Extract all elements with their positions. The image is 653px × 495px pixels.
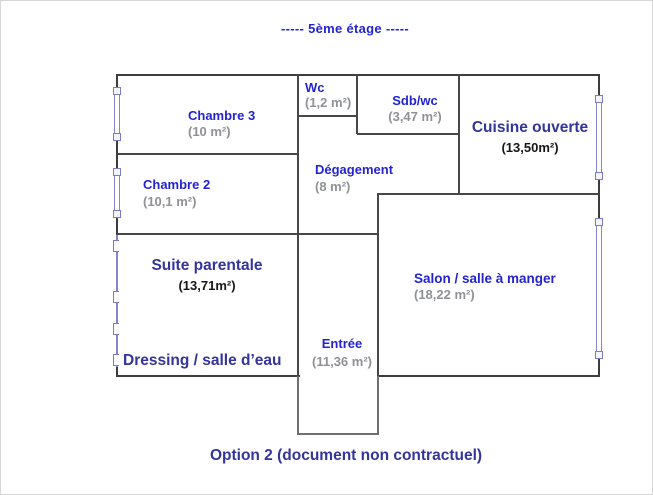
wall-salon-top — [378, 193, 599, 195]
room-area: (8 m²) — [315, 179, 351, 194]
window-bracket-icon — [113, 240, 119, 252]
window-bracket-icon — [113, 291, 119, 303]
page-title: ----- 5ème étage ----- — [281, 21, 409, 36]
room-area: (18,22 m²) — [414, 287, 475, 302]
window-handle-icon — [595, 172, 603, 180]
wall-entree-ext-left — [297, 376, 299, 434]
room-sdb-wc: Sdb/wc (3,47 m²) — [388, 93, 441, 125]
plan-caption: Option 2 (document non contractuel) — [209, 447, 483, 464]
room-label: Cuisine ouverte — [471, 119, 589, 136]
wall-wc-bottom — [298, 115, 358, 117]
window-handle-icon — [595, 218, 603, 226]
room-label: Chambre 2 — [143, 177, 211, 192]
wall-middle-column-left — [297, 74, 299, 376]
window-handle-icon — [113, 168, 121, 176]
wall-chambre2-suite — [117, 233, 378, 235]
window-bracket-icon — [113, 323, 119, 335]
room-salon: Salon / salle à manger (18,22 m²) — [414, 271, 556, 303]
wall-outer-bottom-left — [116, 375, 300, 377]
room-area: (10,1 m²) — [143, 194, 197, 209]
room-chambre-3: Chambre 3 (10 m²) — [188, 108, 255, 140]
window-glass — [596, 226, 602, 351]
room-chambre-2: Chambre 2 (10,1 m²) — [143, 176, 210, 210]
window-handle-icon — [113, 133, 121, 141]
wall-outer-bottom-right — [377, 375, 600, 377]
window-handle-icon — [595, 95, 603, 103]
window-bracket-icon — [113, 354, 119, 366]
room-label: Suite parentale — [151, 257, 263, 274]
window-handle-icon — [113, 87, 121, 95]
room-suite-parentale: Suite parentale (13,71m²) — [151, 256, 262, 295]
wall-entree-ext-bottom — [297, 433, 379, 435]
room-area: (11,36 m²) — [312, 354, 372, 369]
room-label: Dressing / salle d’eau — [123, 352, 282, 369]
room-label: Entrée — [321, 336, 363, 351]
window-marker-cuisine — [595, 95, 603, 180]
room-wc: Wc (1,2 m²) — [305, 80, 351, 110]
room-label: Wc — [305, 80, 325, 95]
room-area: (13,50m²) — [501, 140, 559, 155]
window-glass — [114, 95, 120, 133]
wall-cuisine-left — [458, 74, 460, 194]
room-area: (10 m²) — [188, 124, 231, 139]
room-cuisine-ouverte: Cuisine ouverte (13,50m²) — [472, 118, 588, 157]
window-marker-chambre2 — [113, 168, 121, 218]
room-label: Salon / salle à manger — [414, 271, 556, 286]
wall-chambre3-chambre2 — [117, 153, 298, 155]
wall-wc-sdbwc — [356, 74, 358, 134]
room-degagement: Dégagement (8 m²) — [315, 161, 393, 195]
wall-sdbwc-bottom — [357, 133, 460, 135]
room-entree: Entrée (11,36 m²) — [312, 335, 372, 371]
room-label: Dégagement — [315, 162, 394, 177]
room-dressing: Dressing / salle d’eau — [123, 351, 282, 371]
room-area: (13,71m²) — [178, 278, 236, 293]
wall-entree-right — [377, 193, 379, 376]
room-label: Sdb/wc — [392, 93, 438, 108]
window-marker-chambre3 — [113, 87, 121, 141]
window-handle-icon — [113, 210, 121, 218]
wall-entree-ext-right — [377, 376, 379, 434]
room-area: (3,47 m²) — [388, 109, 442, 124]
window-handle-icon — [595, 351, 603, 359]
window-glass — [114, 176, 120, 210]
room-label: Chambre 3 — [188, 108, 256, 123]
wall-outer-left — [116, 74, 118, 377]
room-area: (1,2 m²) — [305, 95, 352, 110]
window-glass — [596, 103, 602, 172]
wall-outer-top — [116, 74, 600, 76]
window-marker-salon — [595, 218, 603, 359]
